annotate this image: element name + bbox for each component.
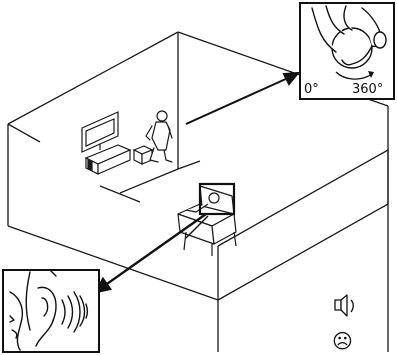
angle-min-label: 0° xyxy=(304,82,319,97)
ear-listening-icon xyxy=(9,269,89,351)
television-icon xyxy=(81,111,119,153)
listener-in-armchair-icon xyxy=(177,185,237,256)
focus-box xyxy=(198,182,236,216)
listener-pointer xyxy=(185,215,209,239)
arrow-to-knob xyxy=(185,71,301,125)
hand-turning-knob-icon xyxy=(311,5,387,69)
speaker-icon xyxy=(334,294,354,317)
tv-stand-icon xyxy=(84,144,132,175)
ear-inset xyxy=(2,269,100,353)
speaker-box-icon xyxy=(132,145,154,165)
rotation-arc-icon xyxy=(335,71,373,80)
angle-max-label: 360° xyxy=(352,82,383,97)
knob-inset: 0° 360° xyxy=(299,2,395,100)
man-sitting-icon xyxy=(145,110,173,163)
arrow-to-ear xyxy=(93,213,207,294)
sad-face-icon: ☹ xyxy=(332,329,353,353)
room-outline xyxy=(7,31,389,352)
